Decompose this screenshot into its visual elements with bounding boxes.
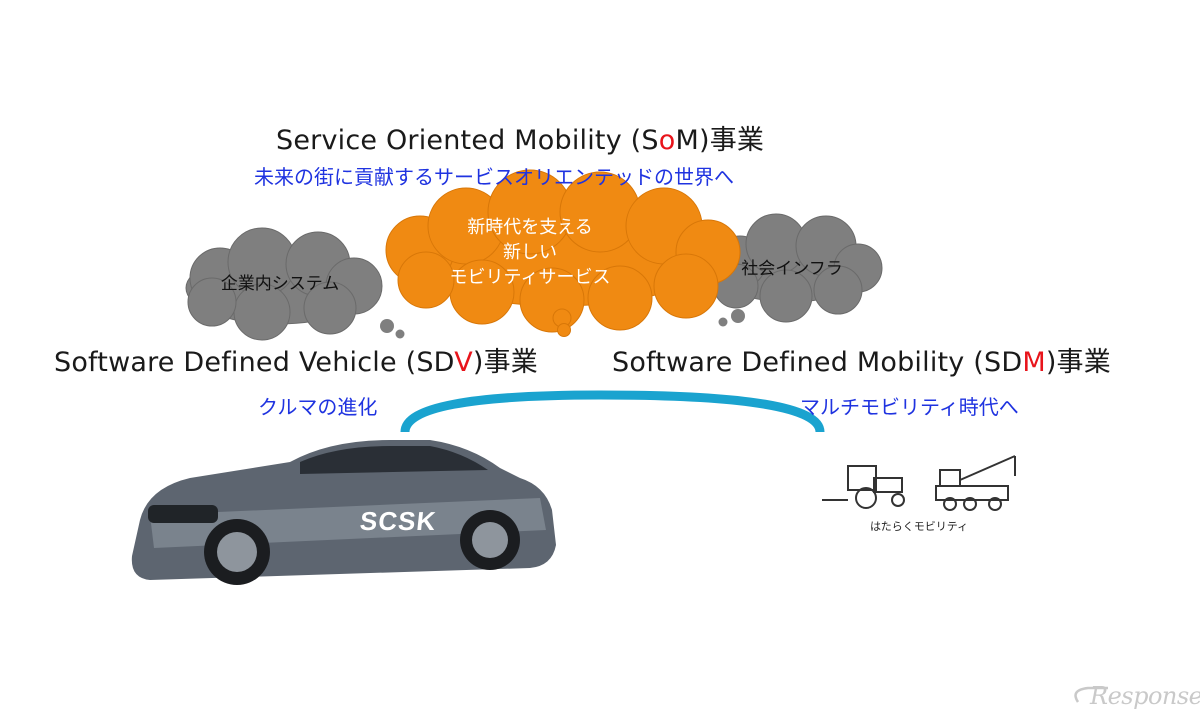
sdm-title-prefix: Software Defined Mobility (SD xyxy=(612,347,1023,378)
right-cloud-label: 社会インフラ xyxy=(741,259,843,279)
som-title-suffix: M)事業 xyxy=(675,125,765,156)
sdm-title: Software Defined Mobility (SDM)事業 xyxy=(612,340,1111,379)
sdm-subtitle: マルチモビリティ時代へ xyxy=(800,395,1019,419)
sdm-title-suffix: )事業 xyxy=(1045,347,1111,378)
right-cloud-tail xyxy=(718,309,745,327)
work-machines-illustration xyxy=(822,455,1016,511)
som-subtitle: 未来の街に貢献するサービスオリエンテッドの世界へ xyxy=(254,165,734,189)
sdv-title-highlight: V xyxy=(454,347,473,378)
machines-caption: はたらくモビリティ xyxy=(870,520,969,533)
left-cloud-tail xyxy=(380,319,405,339)
som-title-prefix: Service Oriented Mobility (S xyxy=(276,125,659,156)
center-cloud-line-2: 新しい xyxy=(503,242,557,263)
sdv-subtitle: クルマの進化 xyxy=(258,395,378,419)
sdm-title-highlight: M xyxy=(1022,347,1046,378)
watermark-swoosh xyxy=(1074,686,1108,703)
sdv-title-prefix: Software Defined Vehicle (SD xyxy=(54,347,455,378)
som-title: Service Oriented Mobility (SoM)事業 xyxy=(276,118,764,157)
center-cloud-line-3: モビリティサービス xyxy=(449,267,611,288)
sdv-title-suffix: )事業 xyxy=(472,347,538,378)
center-cloud-line-1: 新時代を支える xyxy=(467,217,593,238)
center-cloud-label: 新時代を支える 新しい モビリティサービス xyxy=(430,215,630,290)
left-gray-cloud xyxy=(185,227,383,341)
center-orange-cloud xyxy=(385,169,741,333)
sdv-title: Software Defined Vehicle (SDV)事業 xyxy=(54,340,538,379)
connection-arc xyxy=(400,390,825,433)
center-cloud-tail xyxy=(552,308,572,337)
car-badge-scsk: SCSK xyxy=(358,506,438,536)
som-title-highlight: o xyxy=(658,125,676,156)
response-watermark: Response. xyxy=(1090,682,1200,710)
car-illustration xyxy=(131,440,556,585)
left-cloud-label: 企業内システム xyxy=(220,274,340,294)
right-gray-cloud xyxy=(711,213,883,323)
